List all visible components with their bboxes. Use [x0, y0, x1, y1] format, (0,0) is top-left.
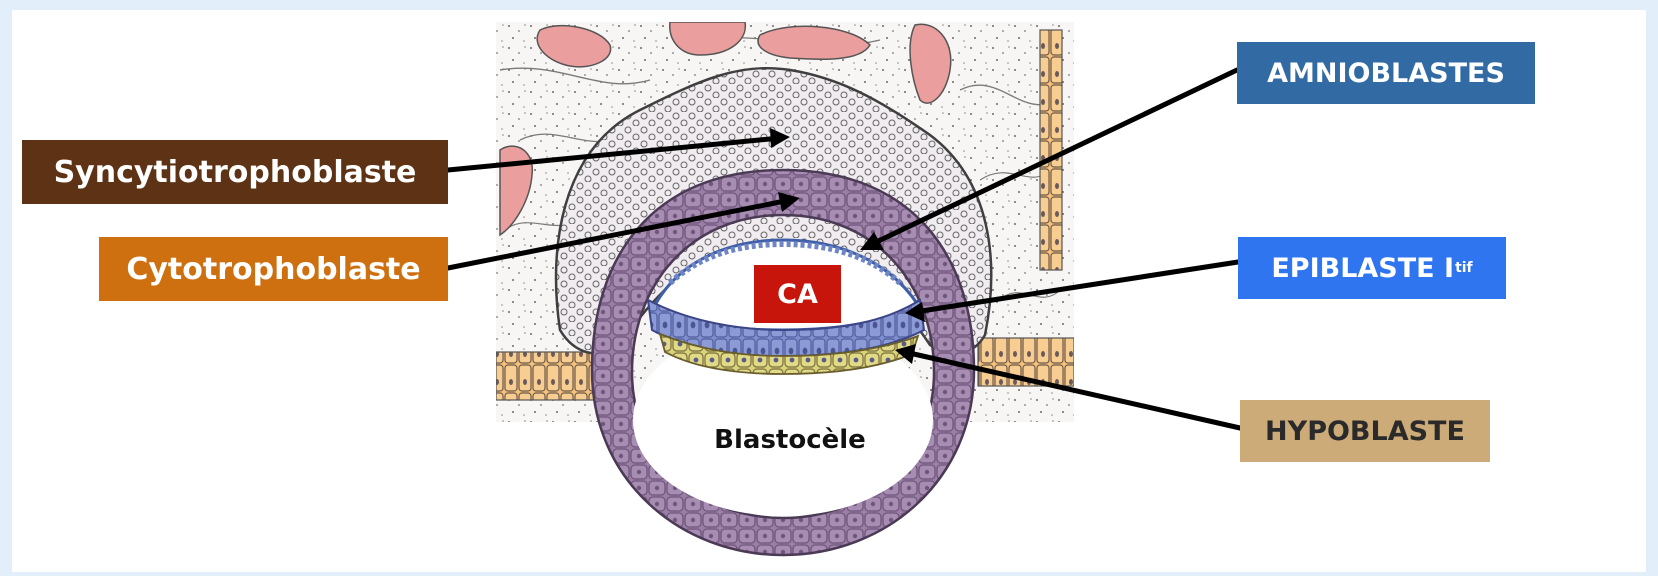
epiblaste-text: EPIBLASTE I	[1271, 253, 1454, 284]
epiblaste-superscript: tif	[1455, 260, 1473, 276]
amnioblastes-label: AMNIOBLASTES	[1237, 42, 1535, 104]
hypoblaste-text: HYPOBLASTE	[1265, 416, 1465, 447]
amniotic-cavity-label: CA	[754, 265, 841, 323]
blastocele-text: Blastocèle	[714, 425, 866, 455]
cytotrophoblaste-label: Cytotrophoblaste	[99, 237, 448, 301]
hypoblaste-label: HYPOBLASTE	[1240, 400, 1490, 462]
amnioblastes-text: AMNIOBLASTES	[1267, 58, 1505, 89]
syncytiotrophoblaste-text: Syncytiotrophoblaste	[54, 155, 417, 190]
cytotrophoblaste-text: Cytotrophoblaste	[126, 252, 420, 287]
ca-text: CA	[777, 279, 818, 310]
blastocele-label: Blastocèle	[700, 420, 880, 460]
syncytiotrophoblaste-label: Syncytiotrophoblaste	[22, 140, 448, 204]
